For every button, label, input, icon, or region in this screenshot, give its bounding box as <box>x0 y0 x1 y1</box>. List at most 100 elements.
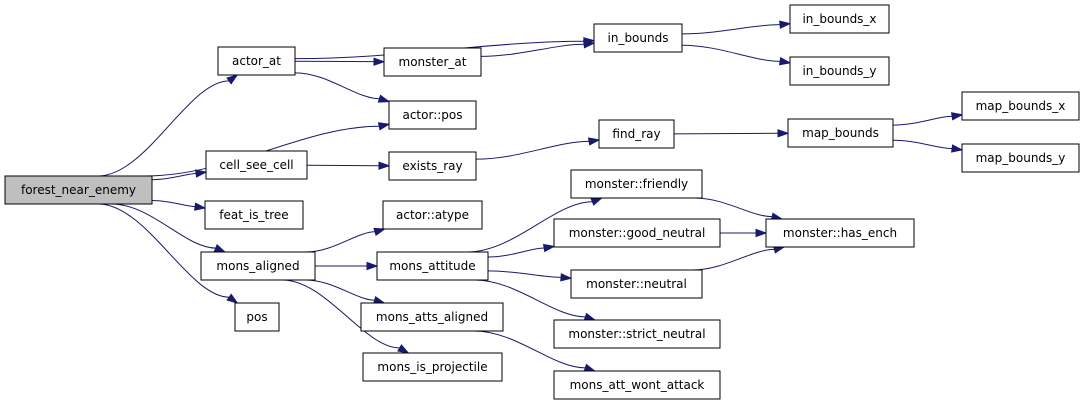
edge-line <box>673 132 779 135</box>
edge-mons_aligned-to-mons_attitude <box>315 261 379 271</box>
edge-line <box>487 270 562 278</box>
node-label: actor::atype <box>396 208 469 222</box>
edge-arrowhead <box>778 57 792 66</box>
edge-arrowhead <box>560 273 573 282</box>
edge-line <box>694 197 773 218</box>
node-label: find_ray <box>612 127 660 141</box>
edge-arrowhead <box>378 161 391 170</box>
node-monster-good-neutral[interactable]: monster::good_neutral <box>553 218 721 248</box>
node-forest-near-enemy[interactable]: forest_near_enemy <box>4 175 153 205</box>
node-in-bounds-y[interactable]: in_bounds_y <box>789 56 890 86</box>
edge-monster_at-to-in_bounds <box>480 40 596 57</box>
edge-map_bounds-to-map_bounds_x <box>892 112 964 126</box>
edge-mons_aligned-to-mons_atts_aligned <box>305 279 386 305</box>
node-in-bounds-x[interactable]: in_bounds_x <box>789 4 890 34</box>
node-label: in_bounds_y <box>802 64 876 78</box>
edge-monster_neutral-to-monster_has_ench <box>692 245 786 271</box>
node-monster-friendly[interactable]: monster::friendly <box>570 169 703 199</box>
node-label: feat_is_tree <box>219 208 288 222</box>
node-label: actor_at <box>232 54 281 68</box>
node-find-ray[interactable]: find_ray <box>598 119 675 149</box>
edge-arrowhead <box>366 261 379 271</box>
edge-mons_attitude-to-monster_friendly <box>467 197 604 253</box>
edge-arrowhead <box>587 137 601 146</box>
node-label: actor::pos <box>402 108 462 122</box>
edge-line <box>475 140 590 160</box>
edge-arrowhead <box>226 293 239 304</box>
node-in-bounds[interactable]: in_bounds <box>593 23 683 53</box>
node-label: mons_aligned <box>216 259 299 273</box>
edge-forest_near_enemy-to-pos <box>98 203 239 304</box>
edge-arrowhead <box>583 363 597 372</box>
node-map-bounds-x[interactable]: map_bounds_x <box>961 91 1080 121</box>
node-label: exists_ray <box>402 159 462 173</box>
edge-exists_ray-to-find_ray <box>475 137 601 160</box>
node-mons-att-wont-attack[interactable]: mons_att_wont_attack <box>553 370 721 400</box>
edge-line <box>487 247 545 258</box>
edge-arrowhead <box>194 202 207 211</box>
edge-line <box>467 201 593 253</box>
node-label: cell_see_cell <box>219 158 293 172</box>
node-mons-atts-aligned[interactable]: mons_atts_aligned <box>360 302 504 332</box>
node-feat-is-tree[interactable]: feat_is_tree <box>204 200 304 230</box>
node-label: map_bounds_y <box>976 151 1066 165</box>
edge-arrowhead <box>583 312 597 321</box>
node-mons-attitude[interactable]: mons_attitude <box>376 251 489 281</box>
edge-arrowhead <box>377 122 391 131</box>
node-label: in_bounds_x <box>802 12 876 26</box>
node-actor-atype[interactable]: actor::atype <box>382 200 483 230</box>
node-monster-has-ench[interactable]: monster::has_ench <box>765 218 915 248</box>
edge-cell_see_cell-to-exists_ray <box>306 161 391 170</box>
node-label: monster::neutral <box>586 277 687 291</box>
edges-layer <box>97 20 964 372</box>
edge-mons_attitude-to-monster_good_neutral <box>487 243 556 258</box>
edge-monster_good_neutral-to-monster_has_ench <box>720 228 768 238</box>
edge-line <box>681 24 781 35</box>
node-monster-at[interactable]: monster_at <box>383 47 482 77</box>
edge-line <box>892 115 953 126</box>
node-pos[interactable]: pos <box>234 302 280 332</box>
node-mons-is-projectile[interactable]: mons_is_projectile <box>362 352 503 382</box>
node-map-bounds[interactable]: map_bounds <box>787 118 894 148</box>
node-actor-at[interactable]: actor_at <box>217 46 296 76</box>
edge-arrowhead <box>777 129 790 138</box>
edge-forest_near_enemy-to-feat_is_tree <box>151 199 207 211</box>
edge-mons_aligned-to-mons_is_projectile <box>282 279 410 354</box>
edge-forest_near_enemy-to-actor_at <box>97 74 239 177</box>
edge-line <box>294 72 380 100</box>
edge-line <box>681 44 781 62</box>
node-exists-ray[interactable]: exists_ray <box>388 151 477 181</box>
edge-in_bounds-to-in_bounds_x <box>681 20 792 35</box>
edge-line <box>151 172 197 181</box>
edge-line <box>474 279 586 318</box>
node-label: mons_attitude <box>389 259 475 273</box>
edge-line <box>892 139 953 149</box>
node-label: map_bounds <box>802 126 879 140</box>
node-label: map_bounds_x <box>976 99 1066 113</box>
edge-arrowhead <box>377 94 391 103</box>
node-cell-see-cell[interactable]: cell_see_cell <box>205 150 308 180</box>
edge-arrowhead <box>590 197 604 206</box>
node-label: mons_att_wont_attack <box>570 378 705 392</box>
edge-line <box>692 248 775 271</box>
edge-arrowhead <box>950 112 964 121</box>
node-map-bounds-y[interactable]: map_bounds_y <box>961 143 1080 173</box>
node-mons-aligned[interactable]: mons_aligned <box>200 251 316 281</box>
edge-actor_at-to-actor_pos <box>294 72 391 103</box>
edge-arrowhead <box>373 227 387 236</box>
node-monster-strict-neutral[interactable]: monster::strict_neutral <box>553 319 721 349</box>
edge-arrowhead <box>226 74 239 85</box>
edge-line <box>474 330 586 369</box>
edge-mons_atts_aligned-to-mons_att_wont_attack <box>474 330 597 372</box>
edge-find_ray-to-map_bounds <box>673 129 790 138</box>
node-monster-neutral[interactable]: monster::neutral <box>570 269 703 299</box>
node-label: monster::good_neutral <box>569 226 706 240</box>
edge-arrowhead <box>583 40 596 49</box>
node-actor-pos[interactable]: actor::pos <box>388 100 477 130</box>
edge-arrowhead <box>779 20 792 29</box>
node-label: mons_atts_aligned <box>376 310 488 324</box>
edge-forest_near_enemy-to-cell_see_cell <box>151 169 208 181</box>
edge-arrowhead <box>373 57 386 66</box>
edge-mons_attitude-to-monster_neutral <box>487 270 573 282</box>
